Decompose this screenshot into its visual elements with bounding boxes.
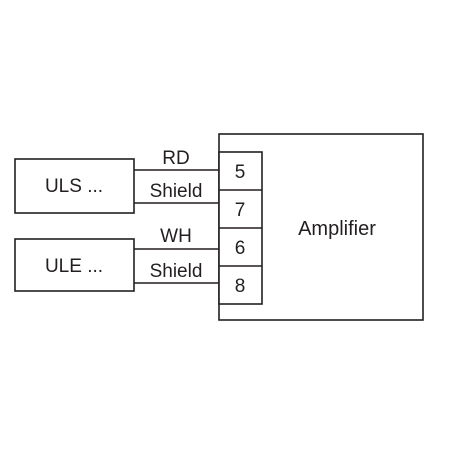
terminal-8: 8 (235, 276, 246, 297)
amplifier-label: Amplifier (298, 218, 376, 240)
uls-device-box (14, 158, 135, 214)
terminal-7: 7 (235, 200, 246, 221)
terminal-5: 5 (235, 162, 246, 183)
ule-device-box (14, 238, 135, 292)
uls-device-label: ULS ... (45, 176, 103, 197)
terminal-block: 5 7 6 8 (218, 151, 263, 305)
wire-label-ule-shield: Shield (150, 261, 203, 282)
wire-label-uls-shield: Shield (150, 181, 203, 202)
wire-label-rd: RD (162, 148, 189, 169)
wire-label-wh: WH (160, 226, 192, 247)
ule-device-label: ULE ... (45, 256, 103, 277)
terminal-6: 6 (235, 238, 246, 259)
